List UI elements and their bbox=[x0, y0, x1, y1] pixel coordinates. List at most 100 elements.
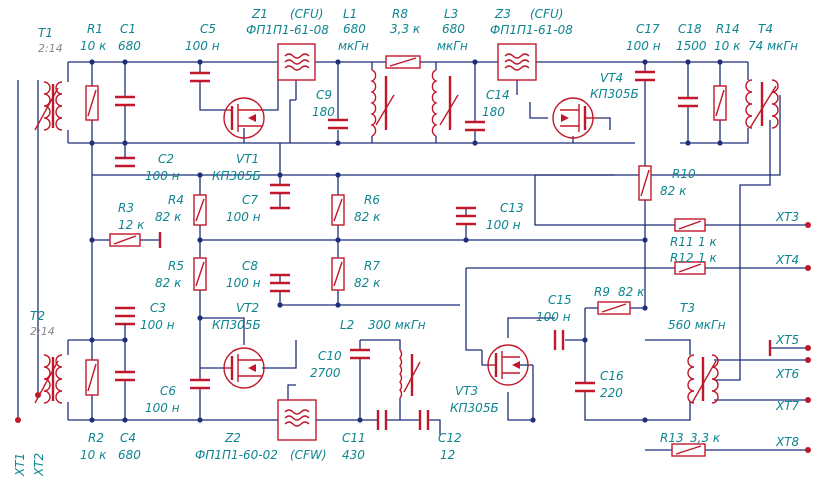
label-T3-ref: T3 bbox=[680, 301, 695, 315]
label-VT1-ref: VT1 bbox=[236, 152, 259, 166]
label-R14-val: 10 к bbox=[714, 39, 741, 53]
label-L3-unit: мкГн bbox=[437, 39, 468, 53]
label-Z2-ref: Z2 bbox=[224, 431, 241, 445]
label-R10-ref: R10 bbox=[672, 167, 696, 181]
label-Z2-type: (CFW) bbox=[290, 448, 327, 462]
label-VT3-ref: VT3 bbox=[455, 384, 478, 398]
label-C2-ref: C2 bbox=[158, 152, 174, 166]
label-VT2-part: КП305Б bbox=[212, 318, 261, 332]
label-C14-val: 180 bbox=[482, 105, 505, 119]
label-Z3-type: (CFU) bbox=[530, 7, 563, 21]
transformer-T1 bbox=[34, 81, 63, 131]
label-R6-ref: R6 bbox=[364, 193, 380, 207]
label-R8-ref: R8 bbox=[392, 7, 408, 21]
label-T1-ratio: 2:14 bbox=[38, 42, 63, 55]
transistor-VT4 bbox=[552, 97, 598, 139]
label-R2-val: 10 к bbox=[80, 448, 107, 462]
transformer-T3 bbox=[687, 354, 719, 404]
transformer-T4 bbox=[745, 79, 779, 129]
label-R4-ref: R4 bbox=[168, 193, 184, 207]
label-C16-ref: C16 bbox=[600, 369, 624, 383]
label-T4-val: 74 мкГн bbox=[748, 39, 798, 53]
junction-dots bbox=[89, 59, 723, 423]
label-R2-ref: R2 bbox=[88, 431, 104, 445]
label-R10-val: 82 к bbox=[660, 184, 687, 198]
labels: T1 2:14 R1 10 к C1 680 C5 100 н Z1 (CFU)… bbox=[13, 7, 800, 477]
label-C11-val: 430 bbox=[342, 448, 365, 462]
label-R6-val: 82 к bbox=[354, 210, 381, 224]
label-L3-val: 680 bbox=[442, 22, 465, 36]
label-L2-ref: L2 bbox=[340, 318, 354, 332]
label-C12-val: 12 bbox=[440, 448, 455, 462]
label-VT4-part: КП305Б bbox=[590, 87, 639, 101]
label-C18-ref: C18 bbox=[678, 22, 702, 36]
label-R7-ref: R7 bbox=[364, 259, 380, 273]
transistor-VT2 bbox=[223, 347, 265, 389]
label-R5-ref: R5 bbox=[168, 259, 184, 273]
label-XT6: XT6 bbox=[775, 367, 800, 381]
label-C2-val: 100 н bbox=[145, 169, 180, 183]
resistors bbox=[85, 55, 727, 457]
label-XT4: XT4 bbox=[775, 253, 799, 267]
transistor-VT1 bbox=[223, 97, 265, 139]
label-Z1-type: (CFU) bbox=[290, 7, 323, 21]
label-T2-ratio: 2:14 bbox=[30, 325, 55, 338]
label-Z1-ref: Z1 bbox=[251, 7, 268, 21]
label-R14-ref: R14 bbox=[716, 22, 740, 36]
label-XT1: XT1 bbox=[13, 453, 27, 477]
label-L1-ref: L1 bbox=[343, 7, 357, 21]
capacitors bbox=[115, 70, 698, 430]
label-C9-val: 180 bbox=[312, 105, 335, 119]
label-Z1-part: ФП1П1-61-08 bbox=[246, 23, 329, 37]
label-L1-unit: мкГн bbox=[338, 39, 369, 53]
label-R1-val: 10 к bbox=[80, 39, 107, 53]
label-C9-ref: C9 bbox=[316, 88, 332, 102]
label-C8-val: 100 н bbox=[226, 276, 261, 290]
label-C3-ref: C3 bbox=[150, 301, 166, 315]
inductor-L1 bbox=[370, 69, 395, 137]
label-T1-ref: T1 bbox=[38, 26, 53, 40]
label-C5-ref: C5 bbox=[200, 22, 216, 36]
label-Z2-part: ФП1П1-60-02 bbox=[195, 448, 278, 462]
label-T2-ref: T2 bbox=[30, 309, 45, 323]
label-C3-val: 100 н bbox=[140, 318, 175, 332]
inductor-L2 bbox=[399, 349, 421, 399]
label-R3-val: 12 к bbox=[118, 218, 145, 232]
label-R4-val: 82 к bbox=[155, 210, 182, 224]
label-C5-val: 100 н bbox=[185, 39, 220, 53]
label-XT8: XT8 bbox=[775, 435, 800, 449]
transistor-VT3 bbox=[487, 344, 529, 386]
label-T3-val: 560 мкГн bbox=[668, 318, 726, 332]
label-C13-ref: C13 bbox=[500, 201, 524, 215]
label-C7-ref: C7 bbox=[242, 193, 258, 207]
filter-Z1 bbox=[277, 43, 316, 81]
label-VT4-ref: VT4 bbox=[600, 71, 623, 85]
filter-Z2 bbox=[277, 399, 317, 441]
label-C1-ref: C1 bbox=[120, 22, 136, 36]
label-R11-val: 1 к bbox=[698, 235, 717, 249]
label-C12-ref: C12 bbox=[438, 431, 462, 445]
label-R12-ref: R12 bbox=[670, 251, 694, 265]
label-R3-ref: R3 bbox=[118, 201, 134, 215]
label-R1-ref: R1 bbox=[87, 22, 103, 36]
label-XT2: XT2 bbox=[32, 453, 46, 477]
label-C15-ref: C15 bbox=[548, 293, 572, 307]
label-XT5: XT5 bbox=[775, 333, 799, 347]
label-C7-val: 100 н bbox=[226, 210, 261, 224]
label-R12-val: 1 к bbox=[698, 251, 717, 265]
label-R11-ref: R11 bbox=[670, 235, 694, 249]
connector-pins bbox=[15, 222, 811, 453]
label-C17-val: 100 н bbox=[626, 39, 661, 53]
label-C13-val: 100 н bbox=[486, 218, 521, 232]
label-VT2-ref: VT2 bbox=[236, 301, 259, 315]
label-C16-val: 220 bbox=[600, 386, 623, 400]
label-VT1-part: КП305Б bbox=[212, 169, 261, 183]
label-L3-ref: L3 bbox=[444, 7, 458, 21]
label-C10-ref: C10 bbox=[318, 349, 342, 363]
label-R13-ref: R13 bbox=[660, 431, 684, 445]
label-Z3-ref: Z3 bbox=[494, 7, 511, 21]
label-R8-val: 3,3 к bbox=[390, 22, 421, 36]
label-XT3: XT3 bbox=[775, 210, 799, 224]
label-C6-val: 100 н bbox=[145, 401, 180, 415]
label-C6-ref: C6 bbox=[160, 384, 176, 398]
